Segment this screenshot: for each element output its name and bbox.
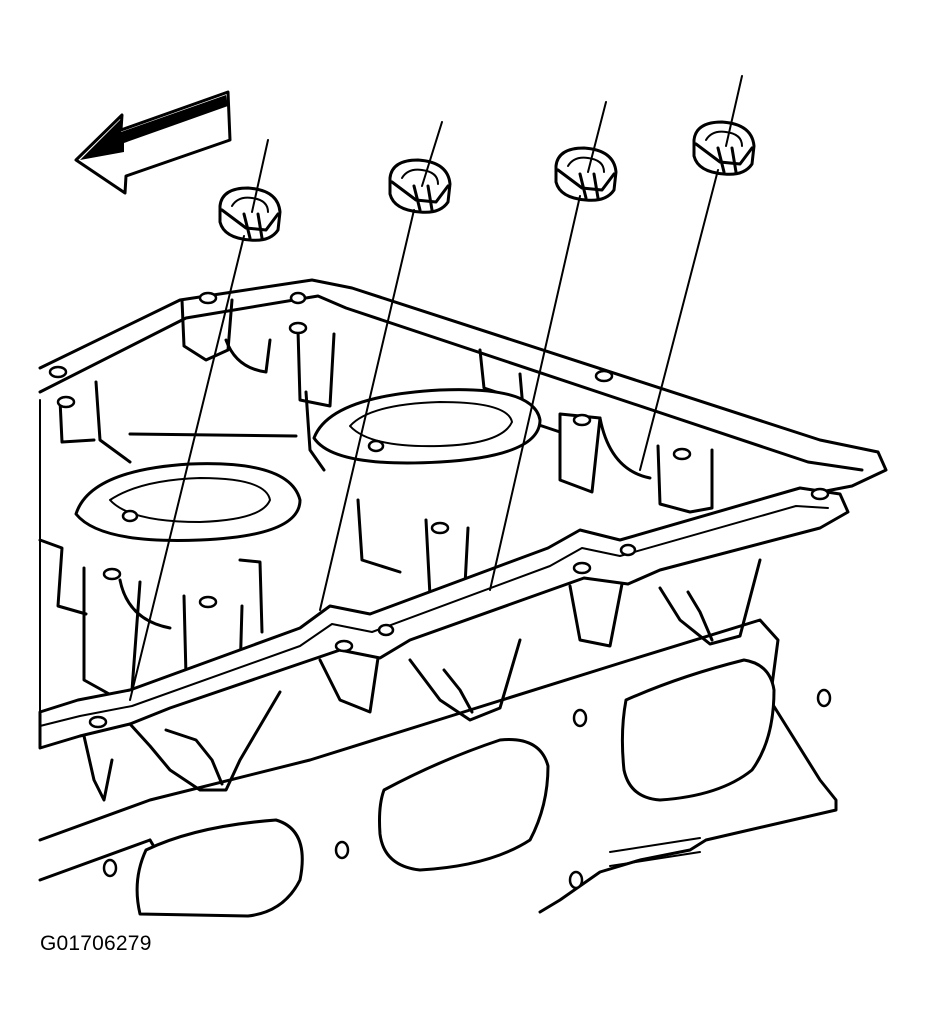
- seal-icon: [692, 120, 756, 176]
- bolt-holes: [48, 291, 832, 890]
- seal-3: [554, 146, 618, 202]
- port-passages: [82, 558, 762, 802]
- seal-icon: [388, 158, 452, 214]
- intake-port-flange: [38, 618, 838, 918]
- leader-lines: [129, 75, 743, 701]
- intake-gasket: [38, 486, 850, 750]
- seal-1: [218, 186, 282, 242]
- seal-icon: [554, 146, 618, 202]
- direction-arrow-icon: [74, 90, 232, 195]
- seal-4: [692, 120, 756, 176]
- seal-icon: [218, 186, 282, 242]
- figure-id-label: G01706279: [40, 932, 152, 955]
- seal-2: [388, 158, 452, 214]
